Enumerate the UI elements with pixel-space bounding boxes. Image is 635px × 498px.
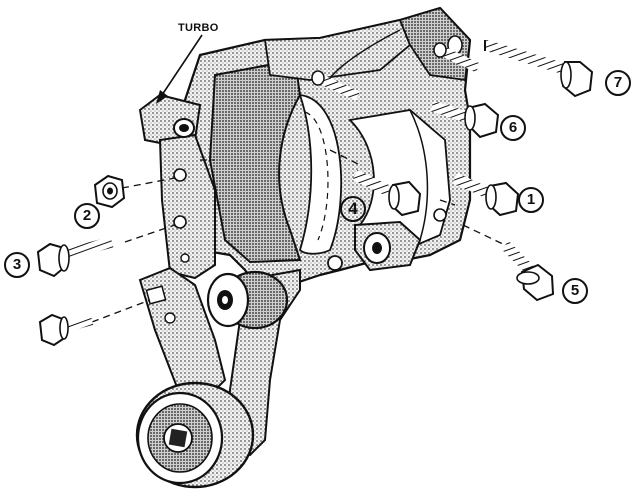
bolt-lower-left bbox=[38, 313, 94, 347]
callout-2: 2 bbox=[74, 203, 100, 229]
bracket-top-boss bbox=[398, 6, 471, 82]
bracket-top-shelf bbox=[263, 18, 412, 81]
bolt-7 bbox=[483, 39, 594, 98]
callout-3: 3 bbox=[4, 252, 30, 278]
turbo-leader-arrow bbox=[156, 34, 203, 104]
bracket-lug bbox=[354, 220, 422, 272]
stud-top-right bbox=[433, 42, 481, 73]
alignment-lines bbox=[91, 149, 506, 323]
idler-pulley bbox=[206, 270, 289, 330]
bracket-recess bbox=[298, 93, 343, 255]
stud-top bbox=[311, 70, 361, 101]
drive-pulley bbox=[135, 381, 255, 489]
bolt-4 bbox=[352, 170, 422, 217]
bolt-5 bbox=[501, 241, 555, 302]
bracket-front-face bbox=[208, 58, 302, 264]
callout-6: 6 bbox=[500, 115, 526, 141]
nut-2 bbox=[93, 174, 126, 209]
callout-1: 1 bbox=[518, 187, 544, 213]
callout-4: 4 bbox=[340, 196, 366, 222]
bolt-1 bbox=[452, 173, 520, 217]
callout-5: 5 bbox=[562, 278, 588, 304]
bolt-3 bbox=[36, 236, 114, 278]
callout-7: 7 bbox=[605, 70, 631, 96]
bolt-6 bbox=[430, 100, 500, 139]
left-plate bbox=[158, 133, 216, 280]
turbo-label: TURBO bbox=[178, 22, 219, 34]
